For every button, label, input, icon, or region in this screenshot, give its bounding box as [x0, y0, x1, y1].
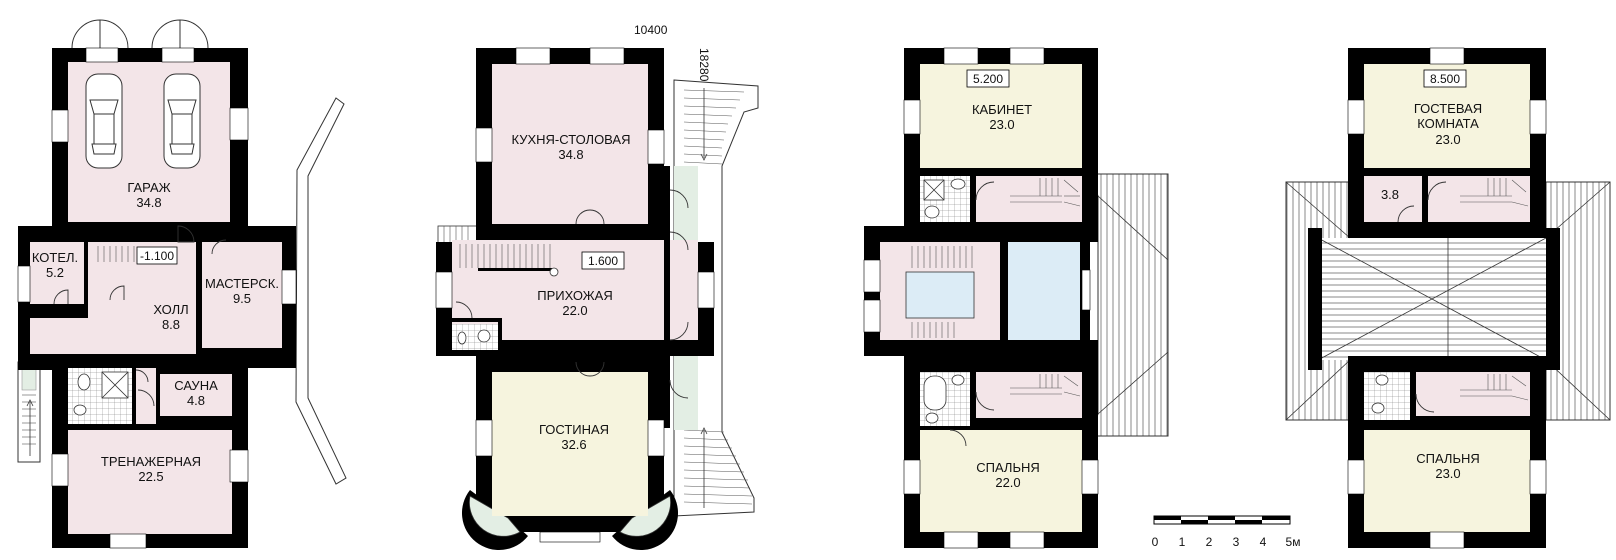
- scale-tick-3: 3: [1233, 535, 1240, 549]
- first-level: 5.200: [973, 72, 1003, 86]
- attic-stairs: [1460, 178, 1529, 401]
- hall-name: ХОЛЛ: [153, 302, 188, 317]
- first-doors: [949, 181, 995, 447]
- ground-level-box: [581, 251, 625, 270]
- first-level-box: [966, 69, 1010, 88]
- hall-area: 8.8: [162, 317, 180, 332]
- boiler-name: КОТЕЛ.: [32, 250, 78, 265]
- first-stair-top: [976, 176, 1082, 222]
- sauna-name: САУНА: [174, 378, 218, 393]
- garage-name: ГАРАЖ: [127, 180, 170, 195]
- attic-doors: [1397, 181, 1447, 413]
- scale-tick-0: 0: [1152, 535, 1159, 549]
- kitchen-name: КУХНЯ-СТОЛОВАЯ: [512, 132, 631, 147]
- study-name: КАБИНЕТ: [972, 102, 1032, 117]
- ground-windows: [435, 47, 715, 543]
- car-icon: [85, 73, 201, 169]
- plan-ground: 10400 18280: [435, 23, 759, 551]
- void-right: [1008, 242, 1080, 340]
- living-room: [492, 372, 648, 516]
- basement-stair: [97, 246, 135, 262]
- first-stairs: [911, 178, 1081, 397]
- guest-area: 23.0: [1435, 132, 1460, 147]
- attic-stair-bottom: [1416, 372, 1530, 416]
- void-left: [905, 271, 975, 319]
- first-bath-icon: [923, 178, 966, 424]
- attic-small-room: [1364, 176, 1422, 222]
- workshop-area: 9.5: [233, 291, 251, 306]
- first-windows: [863, 47, 1099, 549]
- width-dimension: 10400: [634, 23, 668, 37]
- ramp-outline: [295, 97, 347, 485]
- attic-bedroom-area: 23.0: [1435, 466, 1460, 481]
- basement-level: -1.100: [140, 249, 174, 263]
- gym-room: [68, 430, 232, 534]
- scale-tick-5: 5м: [1286, 535, 1301, 549]
- workshop-name: МАСТЕРСК.: [205, 276, 279, 291]
- scale-tick-4: 4: [1260, 535, 1267, 549]
- scale-bar: 0 1 2 3 4 5м: [1152, 515, 1301, 549]
- basement-shower-icon: [73, 371, 129, 416]
- basement-doors: [53, 225, 227, 407]
- attic-bedroom-name: СПАЛЬНЯ: [1416, 451, 1480, 466]
- attic-small-area: 3.8: [1381, 187, 1399, 202]
- hallway-room: [452, 240, 698, 340]
- basement-windows: [17, 47, 297, 549]
- sauna-room: [160, 374, 232, 416]
- attic-windows: [1347, 47, 1547, 549]
- scale-tick-2: 2: [1206, 535, 1213, 549]
- plan-first: 5.200 КАБИНЕТ 23.0 СПАЛЬНЯ 22.0: [863, 47, 1169, 549]
- bedroom-name: СПАЛЬНЯ: [976, 460, 1040, 475]
- roof-right: [1089, 173, 1169, 437]
- kitchen-room: [492, 64, 648, 224]
- corridor: [30, 318, 90, 354]
- attic-bath-icon: [1371, 374, 1389, 414]
- scale-tick-1: 1: [1179, 535, 1186, 549]
- first-stair-bottom: [976, 372, 1082, 418]
- workshop-room: [202, 242, 282, 348]
- garage-gate-icon: [71, 19, 209, 49]
- bedroom-room: [920, 430, 1082, 532]
- ground-doors: [455, 189, 689, 399]
- sauna-area: 4.8: [187, 393, 205, 408]
- living-name: ГОСТИНАЯ: [539, 422, 609, 437]
- basement-level-box: [136, 246, 178, 265]
- ground-stair: [459, 244, 551, 268]
- guest-name-2: КОМНАТА: [1417, 116, 1479, 131]
- living-area: 32.6: [561, 437, 586, 452]
- kitchen-area: 34.8: [558, 147, 583, 162]
- attic-stair-top: [1428, 176, 1530, 222]
- boiler-area: 5.2: [46, 265, 64, 280]
- hallway-area: 22.0: [562, 303, 587, 318]
- bay-window: [461, 490, 679, 551]
- boiler-room: [30, 242, 84, 304]
- gym-area: 22.5: [138, 469, 163, 484]
- garage-area: 34.8: [136, 195, 161, 210]
- gym-name: ТРЕНАЖЕРНАЯ: [101, 454, 201, 469]
- terrace-stairs: [683, 89, 753, 505]
- plan-attic: 8.500 ГОСТЕВАЯ КОМНАТА 23.0 3.8 СПАЛЬНЯ …: [1285, 47, 1611, 549]
- hallway-name: ПРИХОЖАЯ: [537, 288, 613, 303]
- guest-name-1: ГОСТЕВАЯ: [1414, 101, 1482, 116]
- attic-level: 8.500: [1430, 72, 1460, 86]
- plan-basement: ГАРАЖ 34.8 КОТЕЛ. 5.2 -1.100 ХОЛЛ 8.8 МА…: [17, 19, 347, 549]
- wc-icon: [457, 329, 491, 345]
- attic-level-box: [1423, 69, 1467, 88]
- study-area: 23.0: [989, 117, 1014, 132]
- attic-bedroom: [1364, 430, 1530, 532]
- length-dimension: 18280: [697, 48, 711, 82]
- ground-level: 1.600: [588, 254, 618, 268]
- bedroom-area: 22.0: [995, 475, 1020, 490]
